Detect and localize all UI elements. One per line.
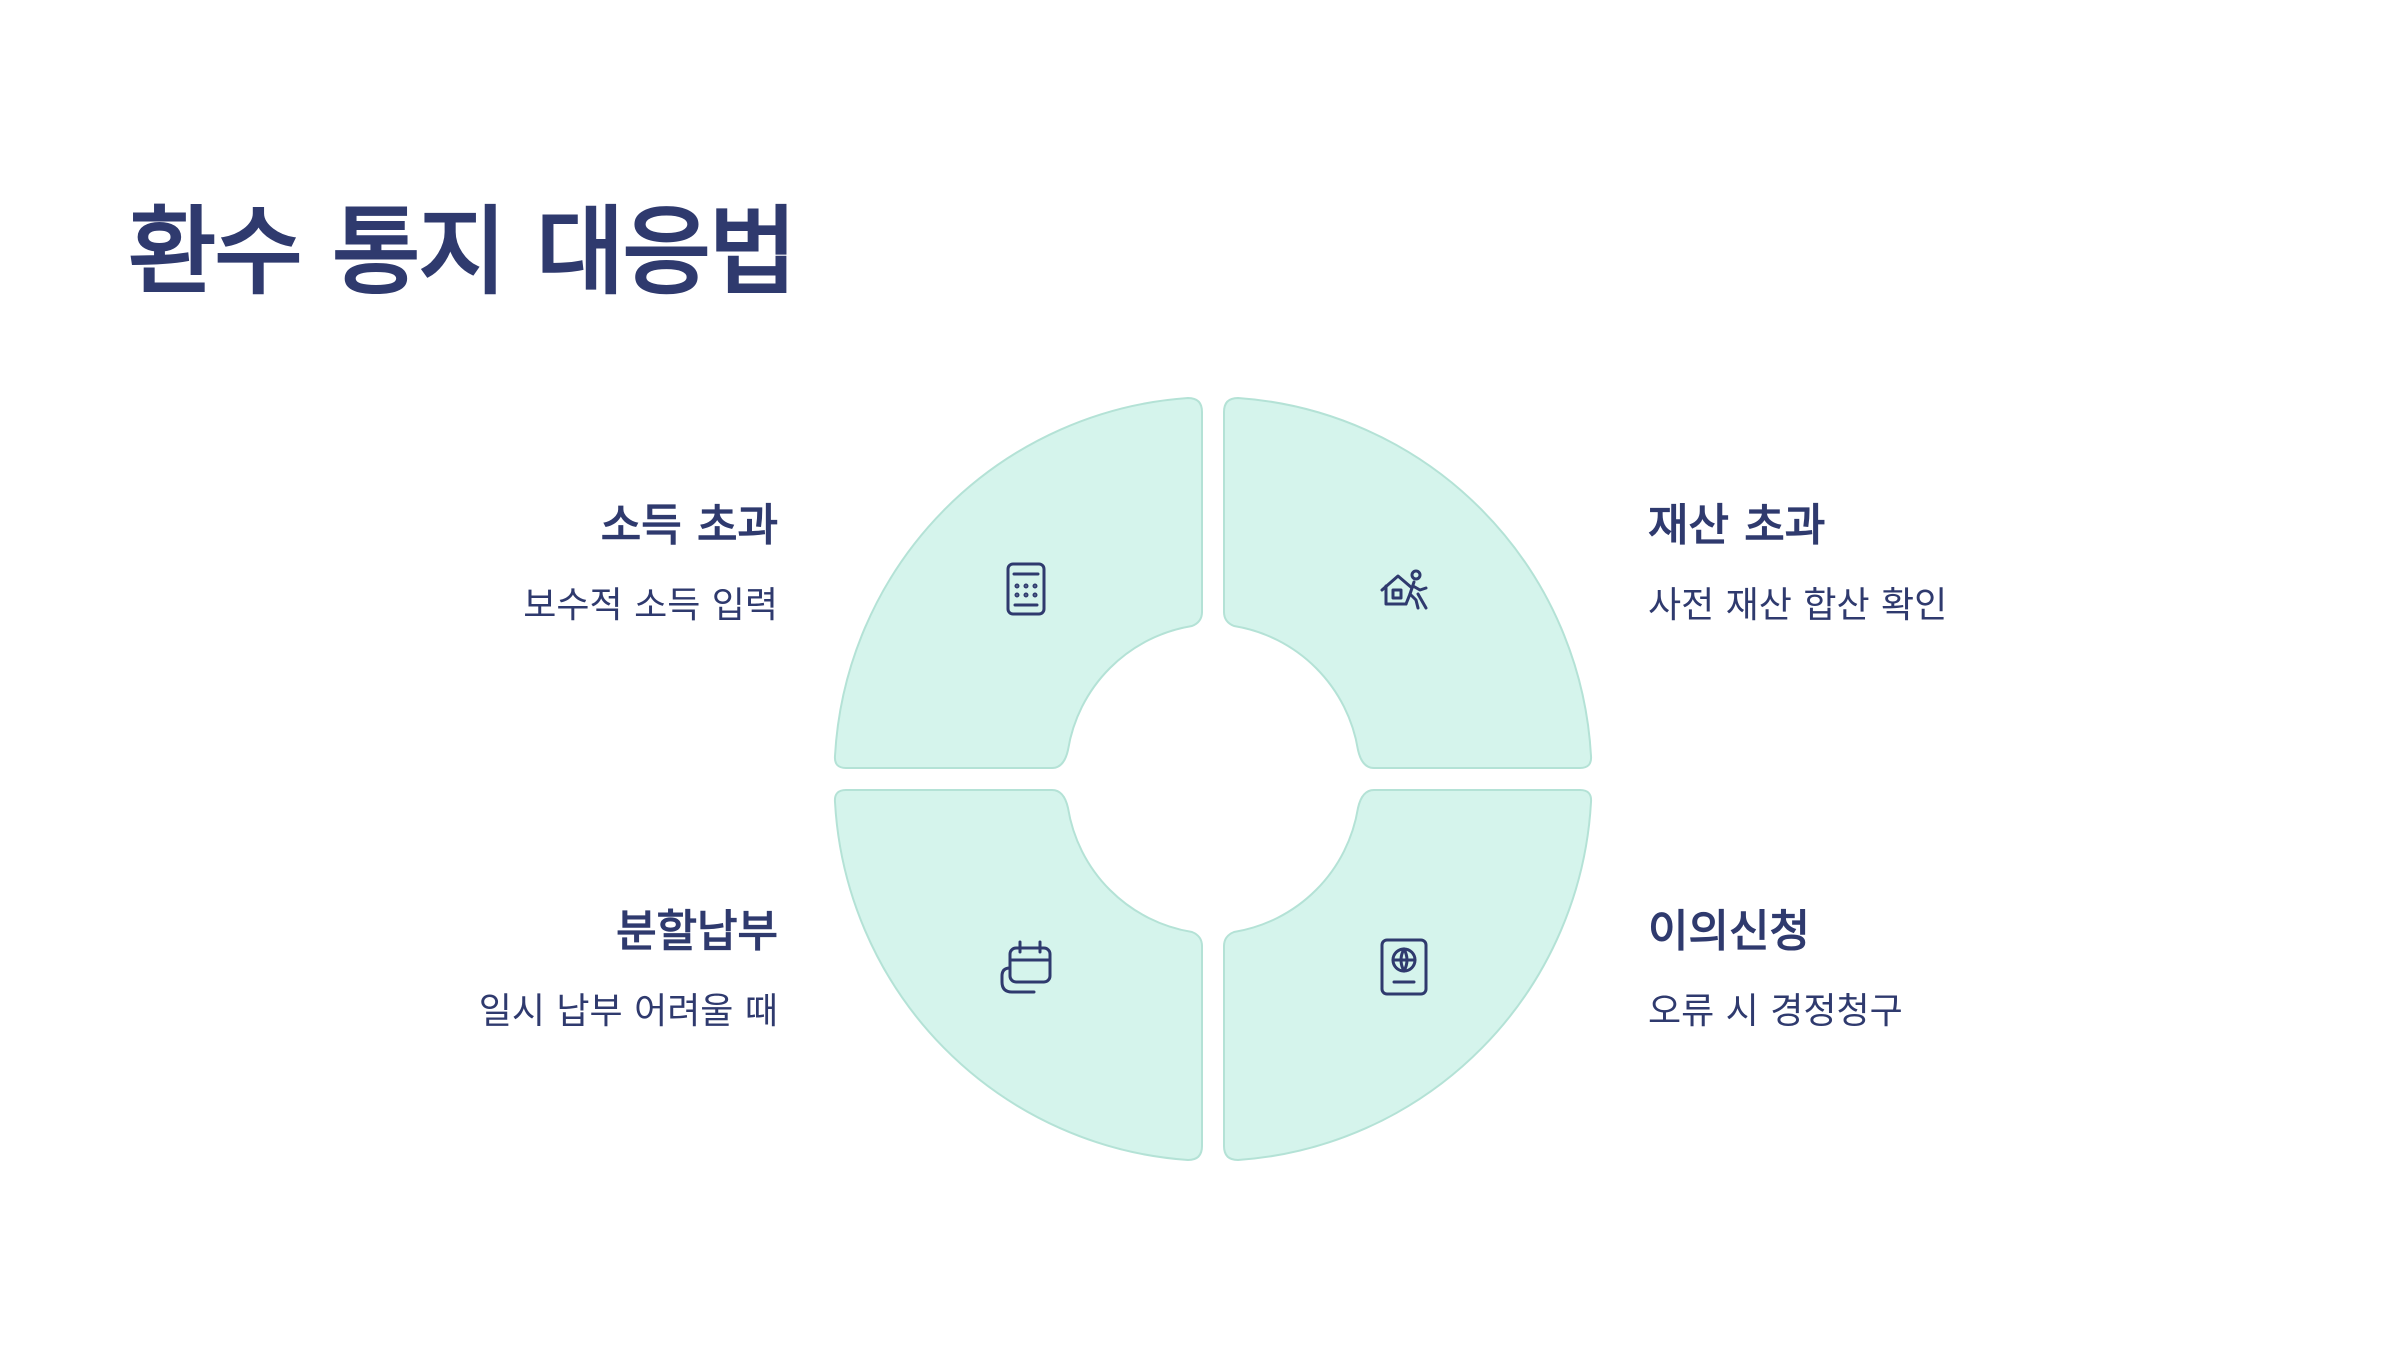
passport-icon — [1380, 938, 1428, 996]
segment-bottom-right[interactable] — [1223, 789, 1593, 1162]
desc-objection: 오류 시 경정청구 — [1648, 991, 1903, 1032]
label-objection: 이의신청 — [1648, 906, 1810, 957]
calendar-icon — [1000, 940, 1052, 994]
desc-property-excess: 사전 재산 합산 확인 — [1648, 585, 1948, 626]
segment-bottom-left[interactable] — [833, 789, 1203, 1162]
segment-top-left[interactable] — [833, 396, 1203, 769]
desc-income-excess: 보수적 소득 입력 — [523, 585, 778, 626]
page-title: 환수 통지 대응법 — [128, 196, 797, 308]
calculator-icon — [1006, 562, 1046, 616]
label-property-excess: 재산 초과 — [1648, 500, 1826, 551]
house-person-icon — [1380, 569, 1428, 610]
desc-installment: 일시 납부 어려울 때 — [478, 991, 778, 1032]
label-installment: 분할납부 — [616, 906, 778, 957]
label-income-excess: 소득 초과 — [600, 500, 778, 551]
